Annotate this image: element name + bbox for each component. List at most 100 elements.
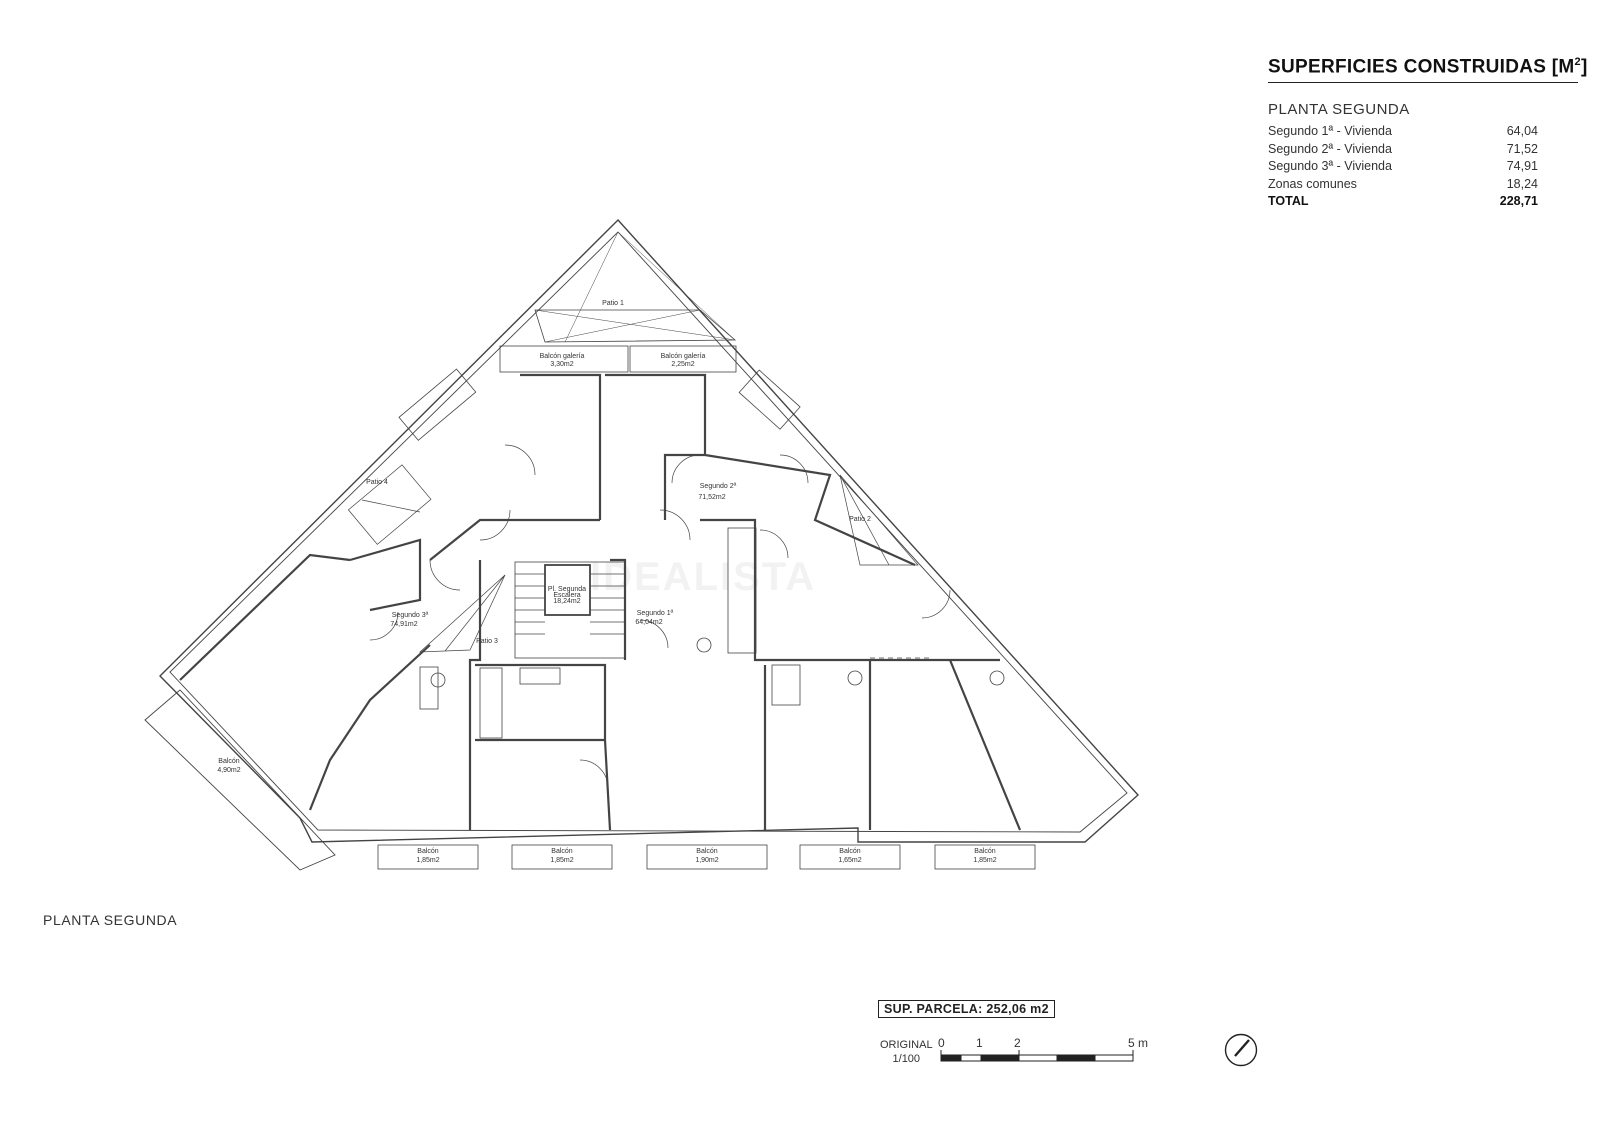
total-value: 228,71 <box>1499 194 1538 209</box>
scale-original: ORIGINAL <box>880 1039 933 1051</box>
wc <box>847 670 863 686</box>
scale-tick-5: 5 m <box>1128 1036 1149 1050</box>
label-balcon-3: Balcón <box>696 848 718 855</box>
door <box>921 589 951 619</box>
balcon-3 <box>646 844 768 870</box>
row-value: 71,52 <box>1506 141 1538 156</box>
north-arrow-icon <box>1224 1033 1258 1067</box>
label-segundo-2-area: 71,52m2 <box>698 494 725 501</box>
label-patio-4: Patio 4 <box>366 479 388 486</box>
interior-walls <box>179 373 1022 831</box>
label-balcon-1: Balcón <box>417 848 439 855</box>
parcel-area-box: SUP. PARCELA: 252,06 m2 <box>878 1000 1055 1018</box>
patio-4 <box>347 464 432 545</box>
balcon-big <box>144 689 336 871</box>
label-patio-2: Patio 2 <box>849 516 871 523</box>
balcon-4 <box>799 844 901 870</box>
summary-row: Segundo 1ª - Vivienda 64,04 <box>1268 124 1538 142</box>
scale-tick-0: 0 <box>938 1036 945 1050</box>
label-balcon-galeria-1: Balcón galería <box>540 353 585 360</box>
label-balcon-big-area: 4,90m2 <box>217 767 240 774</box>
label-balcon-4-area: 1,65m2 <box>838 857 861 864</box>
label-segundo-3: Segundo 3ª <box>392 612 429 619</box>
door <box>659 509 691 541</box>
patio-3 <box>419 574 506 653</box>
balcon-5 <box>934 844 1036 870</box>
scale-caption: ORIGINAL 1/100 <box>880 1038 933 1066</box>
label-segundo-3-area: 74,91m2 <box>390 621 417 628</box>
label-balcon-5: Balcón <box>974 848 996 855</box>
balcon-galeria-2 <box>629 345 737 373</box>
label-escalera-2: Escalera <box>553 592 580 599</box>
total-name: TOTAL <box>1268 194 1309 209</box>
label-balcon-galeria-1-area: 3,30m2 <box>550 361 573 368</box>
watermark: IDEALISTA <box>590 555 817 599</box>
scale-tick-2: 2 <box>1014 1036 1021 1050</box>
label-balcon-2: Balcón <box>551 848 573 855</box>
summary-title-text: SUPERFICIES CONSTRUIDAS [M <box>1268 56 1575 78</box>
door <box>759 529 789 559</box>
door <box>779 454 809 484</box>
wc <box>989 670 1005 686</box>
wc <box>696 637 712 653</box>
summary-row: Zonas comunes 18,24 <box>1268 177 1538 195</box>
label-balcon-big: Balcón <box>218 758 240 765</box>
balcon-1 <box>377 844 479 870</box>
label-escalera-1: Pl. Segunda <box>548 586 586 593</box>
patio-1 <box>534 231 737 343</box>
label-patio-3: Patio 3 <box>476 638 498 645</box>
row-name: Segundo 2ª - Vivienda <box>1268 141 1392 156</box>
summary-title: SUPERFICIES CONSTRUIDAS [M2] <box>1268 56 1587 84</box>
door <box>671 454 701 484</box>
label-balcon-galeria-2-area: 2,25m2 <box>671 361 694 368</box>
label-balcon-3-area: 1,90m2 <box>695 857 718 864</box>
plan-label: PLANTA SEGUNDA <box>43 912 178 928</box>
bath-fixture <box>727 527 757 654</box>
surface-summary: SUPERFICIES CONSTRUIDAS [M2] PLANTA SEGU… <box>1268 56 1587 212</box>
door <box>639 619 669 649</box>
door <box>479 509 511 541</box>
outer-wall <box>159 218 1139 843</box>
counter <box>398 368 477 441</box>
balcon-galeria-1 <box>499 345 629 373</box>
row-name: Segundo 1ª - Vivienda <box>1268 124 1392 139</box>
door <box>429 559 461 591</box>
label-balcon-1-area: 1,85m2 <box>416 857 439 864</box>
row-value: 18,24 <box>1506 176 1538 191</box>
scale-bar <box>940 1050 1134 1062</box>
label-balcon-5-area: 1,85m2 <box>973 857 996 864</box>
row-name: Zonas comunes <box>1268 176 1357 191</box>
label-segundo-2: Segundo 2ª <box>700 483 737 490</box>
inner-wall <box>169 231 1128 833</box>
label-balcon-galeria-2: Balcón galería <box>661 353 706 360</box>
door <box>579 759 609 789</box>
label-segundo-1-area: 64,04m2 <box>635 619 662 626</box>
summary-row: Segundo 3ª - Vivienda 74,91 <box>1268 159 1538 177</box>
summary-title-end: ] <box>1580 56 1588 78</box>
door <box>504 444 536 476</box>
summary-title-superscript: 2 <box>1574 56 1581 68</box>
summary-total-row: TOTAL 228,71 <box>1268 194 1538 212</box>
counter <box>519 667 561 685</box>
counter <box>479 667 503 739</box>
counter <box>738 369 801 430</box>
wc <box>430 672 446 688</box>
row-name: Segundo 3ª - Vivienda <box>1268 159 1392 174</box>
staircase <box>514 561 626 659</box>
row-value: 74,91 <box>1506 159 1538 174</box>
summary-subtitle: PLANTA SEGUNDA <box>1268 101 1410 119</box>
bath-fixture <box>419 666 439 710</box>
bath-fixture <box>771 664 801 706</box>
summary-row: Segundo 2ª - Vivienda 71,52 <box>1268 142 1538 160</box>
label-balcon-4: Balcón <box>839 848 861 855</box>
scale-tick-1: 1 <box>976 1036 983 1050</box>
row-value: 64,04 <box>1506 124 1538 139</box>
label-patio-1: Patio 1 <box>602 300 624 307</box>
scale-ratio: 1/100 <box>892 1053 921 1065</box>
summary-table: Segundo 1ª - Vivienda 64,04 Segundo 2ª - … <box>1268 124 1538 212</box>
label-balcon-2-area: 1,85m2 <box>550 857 573 864</box>
balcon-2 <box>511 844 613 870</box>
patio-2 <box>839 474 919 566</box>
